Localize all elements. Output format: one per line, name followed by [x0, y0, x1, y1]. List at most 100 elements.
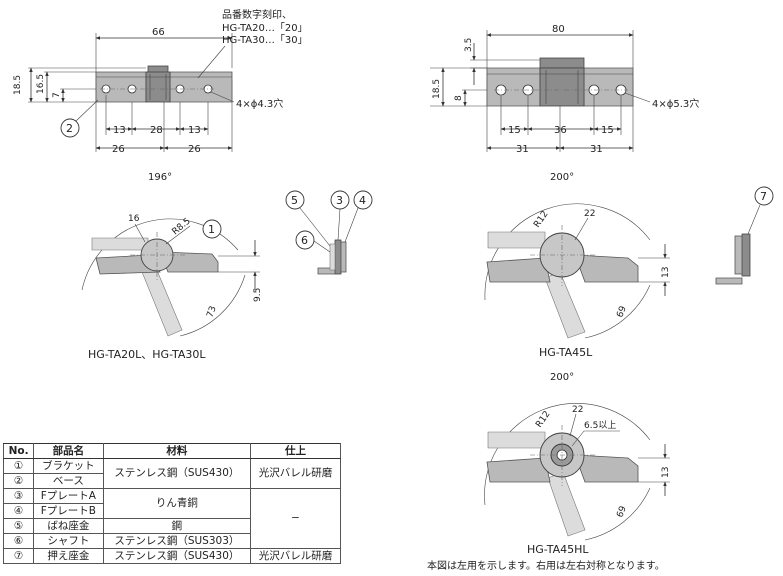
dim-9-5: 9.5 [253, 288, 263, 302]
dim-31-left: 31 [516, 144, 529, 155]
dim-22: 22 [572, 405, 583, 415]
callout-circle [202, 219, 222, 239]
col-header-no: No. [2, 443, 35, 459]
row-no: ② [2, 473, 35, 489]
row-no: ⑥ [2, 533, 35, 549]
callout-7: 7 [760, 190, 767, 203]
callout-6: 6 [301, 234, 308, 247]
dim-22: 22 [584, 209, 595, 219]
table-header-row: No. 部品名 材料 仕上 [2, 443, 341, 459]
right-leaf-side [574, 454, 639, 483]
table-row: ⑤ ばね座金 鋼 [2, 518, 341, 534]
col-header-material: 材料 [102, 443, 252, 459]
dim-16-5: 16.5 [36, 74, 46, 94]
row-part-name: ばね座金 [33, 518, 104, 534]
dim-18-5: 18.5 [13, 75, 23, 95]
dim-r12: R12 [532, 209, 550, 229]
row-part-name: シャフト [33, 533, 104, 549]
left-leaf-side [486, 257, 551, 283]
row-no: ③ [2, 488, 35, 504]
dim-26-left: 26 [112, 144, 125, 155]
table-row: ① ブラケット ステンレス鋼（SUS430） 光沢バレル研磨 [2, 458, 341, 489]
col-header-finish: 仕上 [250, 443, 341, 459]
row-part-name: 押え座金 [33, 548, 104, 564]
dim-16: 16 [128, 214, 140, 224]
dim-80: 80 [552, 24, 565, 35]
row-no: ⑦ [2, 548, 35, 564]
engraving-note-line2: HG-TA20…「20」 [222, 22, 308, 34]
row-material: ステンレス鋼（SUS430） [102, 458, 252, 489]
row-part-name: ブラケット [33, 458, 104, 474]
row-material: ステンレス鋼（SUS303） [102, 533, 252, 549]
dim-66: 66 [152, 27, 165, 38]
hole-spec-label: 4×ϕ5.3穴 [652, 97, 699, 110]
dim-13: 13 [661, 267, 671, 278]
plate-view [734, 235, 743, 275]
row-part-name: FプレートB [33, 503, 104, 519]
row-no: ⑤ [2, 518, 35, 534]
plate-b [340, 241, 347, 273]
hinge-barrel [145, 71, 171, 103]
table-row: ② ベース [2, 473, 341, 489]
ghost-leaf-rotated [547, 471, 586, 537]
row-no: ④ [2, 503, 35, 519]
callout-4: 4 [359, 194, 366, 207]
ghost-leaf-rotated [141, 267, 183, 337]
right-leaf-side [159, 251, 219, 273]
dim-73: 73 [205, 305, 218, 319]
right-leaf-side [574, 254, 639, 283]
dim-36: 36 [554, 125, 567, 136]
dim-3-5: 3.5 [464, 38, 474, 52]
pressing-washer-view [741, 233, 751, 277]
angle-200: 200° [550, 172, 574, 183]
side-section-view: 5 3 4 6 [285, 190, 373, 275]
row-material: 鋼 [102, 518, 252, 534]
callout-5: 5 [291, 194, 298, 207]
callout-circle [60, 118, 80, 138]
col-header-part-name: 部品名 [33, 443, 104, 459]
dim-69: 69 [615, 505, 628, 519]
dim-6-5: 6.5以上 [584, 420, 616, 431]
left-leaf-side [486, 457, 551, 483]
row-material: りん青銅 [102, 488, 252, 519]
row-part-name: ベース [33, 473, 104, 489]
table-row: ⑦ 押え座金 ステンレス鋼（SUS430） 光沢バレル研磨 [2, 548, 341, 564]
ghost-leaf-rotated [544, 271, 586, 339]
caption-hg-ta45l: HG-TA45L [539, 346, 593, 359]
dim-31-right: 31 [590, 144, 603, 155]
callout-1: 1 [208, 223, 215, 236]
row-finish: − [250, 488, 341, 549]
mid-right-side-view: 200° R12 22 13 69 7 [484, 172, 774, 339]
engraving-note-line1: 品番数字刻印、 [222, 8, 292, 21]
mid-left-side-view: 196° 16 R8.5 1 9.5 73 [81, 172, 263, 337]
dim-8: 8 [454, 95, 464, 101]
table-row: ④ FプレートB [2, 503, 341, 519]
angle-196: 196° [148, 172, 172, 183]
parts-table: No. 部品名 材料 仕上 ① ブラケット ステンレス鋼（SUS430） 光沢バ… [2, 443, 341, 564]
spring-washer [329, 243, 336, 271]
dim-15-left: 15 [508, 125, 521, 136]
row-finish: 光沢バレル研磨 [250, 458, 341, 489]
bottom-right-side-view: 200° R12 22 6.5以上 13 69 [484, 372, 671, 541]
plate-a [334, 239, 342, 275]
caption-hg-ta20l-ta30l: HG-TA20L、HG-TA30L [88, 348, 206, 361]
row-part-name: FプレートA [33, 488, 104, 504]
dim-13: 13 [661, 467, 671, 478]
hole-spec-label: 4×ϕ4.3穴 [236, 97, 283, 110]
dim-15-right: 15 [601, 125, 614, 136]
callout-2: 2 [66, 122, 73, 135]
ghost-leaf-open [487, 231, 546, 249]
row-finish: 光沢バレル研磨 [250, 548, 341, 564]
dim-r8-5: R8.5 [171, 216, 193, 237]
dim-26-right: 26 [188, 144, 201, 155]
dim-18-5: 18.5 [432, 79, 442, 99]
dim-7: 7 [52, 92, 62, 98]
top-right-plan-view: 80 3.5 18.5 8 15 36 15 31 [430, 24, 699, 155]
table-row: ③ FプレートA りん青銅 − [2, 488, 341, 549]
dim-13-right: 13 [188, 125, 201, 136]
hinge-cap [539, 57, 585, 69]
top-left-plan-view: 66 品番数字刻印、 HG-TA20…「20」 HG-TA30…「30」 18.… [13, 8, 308, 155]
row-material: ステンレス鋼（SUS430） [102, 548, 252, 564]
angle-200: 200° [550, 372, 574, 383]
